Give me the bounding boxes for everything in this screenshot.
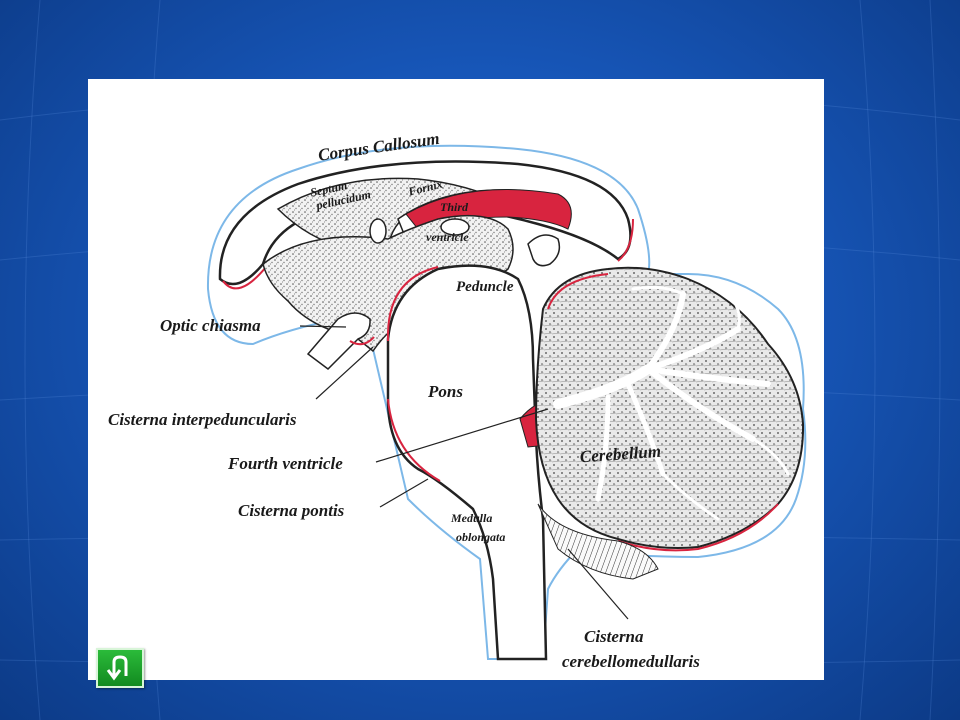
label-ventricle: ventricle — [426, 230, 469, 244]
arbor-vitae — [553, 285, 790, 521]
label-cerebellomedullaris: cerebellomedullaris — [562, 652, 700, 671]
cisterna-cerebellomedullaris-region — [537, 503, 659, 580]
label-cisterna: Cisterna — [584, 627, 644, 646]
label-cisterna-interpeduncularis: Cisterna interpeduncularis — [108, 410, 297, 429]
third-ventricle-foramen — [440, 218, 470, 236]
brain-sagittal-diagram: Corpus Callosum Septum pellucidum Fornix… — [88, 79, 824, 680]
label-third: Third — [440, 200, 469, 214]
label-medulla: Medulla — [450, 511, 492, 525]
label-pons: Pons — [427, 382, 463, 401]
label-oblongata: oblongata — [456, 530, 505, 544]
return-arrow-icon — [106, 655, 128, 681]
cerebellum — [534, 266, 805, 549]
brainstem — [386, 264, 548, 661]
label-fourth-ventricle: Fourth ventricle — [227, 454, 343, 473]
label-peduncle: Peduncle — [456, 279, 514, 295]
label-optic-chiasma: Optic chiasma — [160, 316, 261, 335]
optic-chiasma — [306, 312, 371, 370]
back-button[interactable] — [96, 648, 144, 688]
label-corpus-callosum: Corpus Callosum — [317, 129, 441, 165]
label-cisterna-pontis: Cisterna pontis — [238, 501, 345, 520]
